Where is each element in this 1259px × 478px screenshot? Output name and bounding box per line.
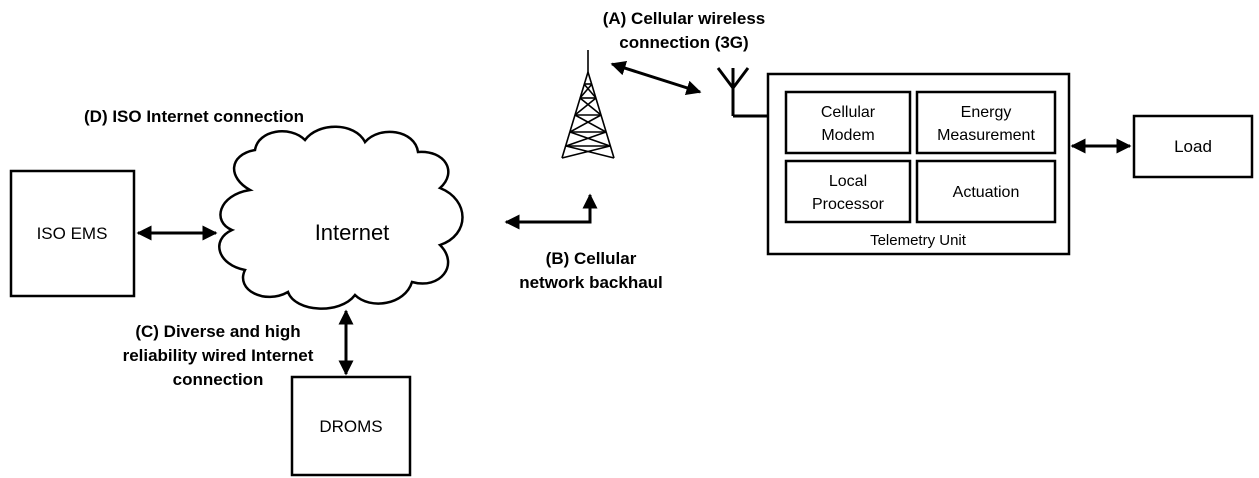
energy-measurement-block: Energy Measurement	[915, 90, 1057, 155]
actuation-label: Actuation	[953, 184, 1020, 201]
cloud-icon: Internet	[218, 125, 464, 310]
cellular-modem-block: Cellular Modem	[784, 90, 912, 155]
iso-ems-label: ISO EMS	[37, 224, 108, 243]
energy-measurement-line2: Measurement	[937, 127, 1035, 144]
label-c-line2: reliability wired Internet	[123, 346, 314, 365]
local-processor-block: Local Processor	[784, 159, 912, 224]
internet-label: Internet	[315, 220, 390, 245]
telemetry-unit-label: Telemetry Unit	[870, 232, 967, 249]
load-label: Load	[1174, 137, 1212, 156]
cell-tower-icon	[561, 50, 615, 159]
droms-label: DROMS	[319, 417, 382, 436]
cellular-modem-line2: Modem	[821, 127, 874, 144]
actuation-block: Actuation	[915, 159, 1057, 224]
energy-measurement-line1: Energy	[961, 104, 1012, 121]
arrow-wireless-link	[610, 60, 702, 96]
local-processor-line1: Local	[829, 173, 867, 190]
label-b-line1: (B) Cellular	[546, 249, 637, 268]
label-d: (D) ISO Internet connection	[84, 107, 304, 126]
label-c-line1: (C) Diverse and high	[135, 322, 300, 341]
local-processor-line2: Processor	[812, 196, 885, 213]
load-node: Load	[1132, 114, 1254, 179]
label-a-line1: (A) Cellular wireless	[603, 9, 766, 28]
label-a-line2: connection (3G)	[619, 33, 748, 52]
droms-node: DROMS	[290, 375, 412, 477]
label-c-line3: connection	[173, 370, 264, 389]
label-b-line2: network backhaul	[519, 273, 663, 292]
iso-ems-node: ISO EMS	[9, 169, 136, 298]
cellular-modem-line1: Cellular	[821, 104, 876, 121]
telemetry-unit: Telemetry Unit Cellular Modem Energy Mea…	[766, 72, 1071, 256]
arrow-internet-tower	[504, 193, 598, 230]
